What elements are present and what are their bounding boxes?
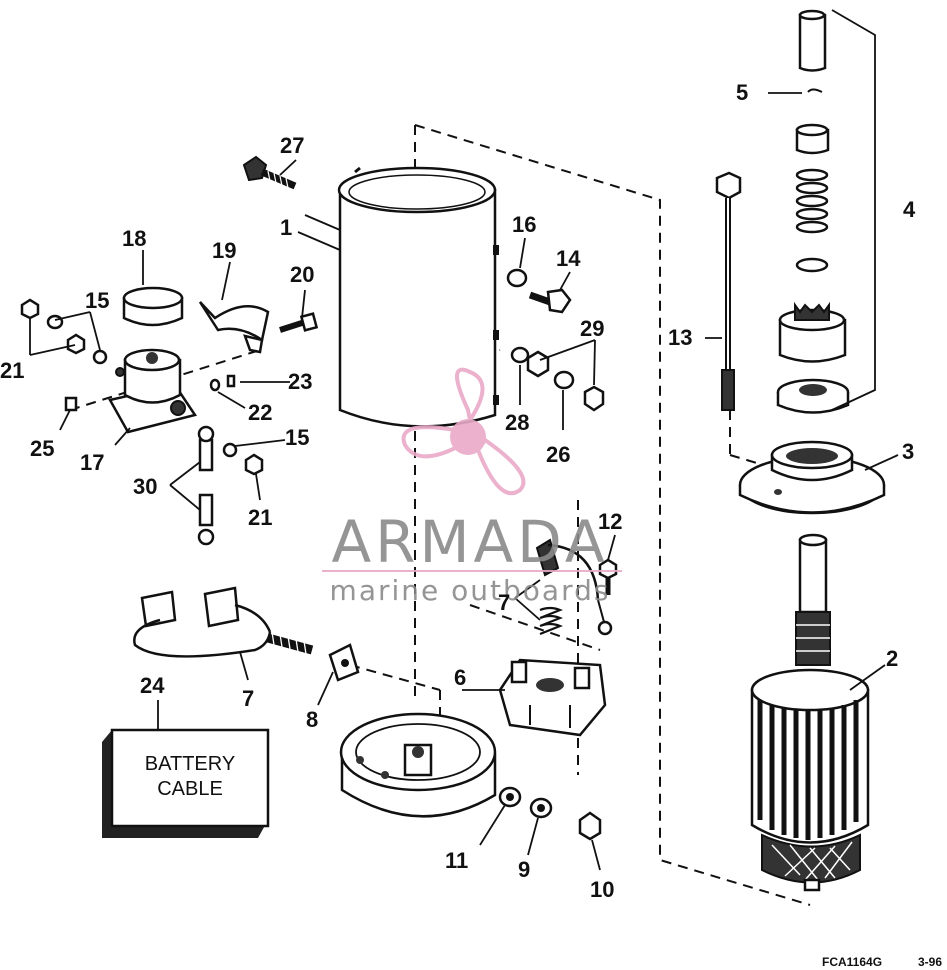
small-hardware-left bbox=[20, 298, 236, 412]
callout-21-left: 21 bbox=[0, 358, 24, 383]
propeller-logo-icon bbox=[401, 367, 526, 496]
thru-bolt-13 bbox=[715, 171, 742, 411]
callout-20: 20 bbox=[290, 262, 314, 287]
callout-15-lower: 15 bbox=[285, 425, 309, 450]
callout-6: 6 bbox=[454, 665, 466, 690]
callout-23: 23 bbox=[288, 369, 312, 394]
callout-1: 1 bbox=[280, 215, 292, 240]
callout-11: 11 bbox=[445, 848, 468, 873]
callout-14: 14 bbox=[556, 246, 581, 271]
battery-cable-box-24 bbox=[102, 728, 270, 838]
callout-8: 8 bbox=[306, 707, 318, 732]
figure-code: FCA1164G bbox=[822, 955, 882, 969]
callout-18: 18 bbox=[122, 226, 146, 251]
callout-12: 12 bbox=[598, 509, 622, 534]
callout-13: 13 bbox=[668, 325, 692, 350]
callout-24: 24 bbox=[140, 673, 165, 698]
callout-16: 16 bbox=[512, 212, 536, 237]
callout-21-lower: 21 bbox=[248, 505, 272, 530]
armature-windings bbox=[757, 700, 859, 840]
terminals-30 bbox=[197, 425, 264, 546]
terminal-8 bbox=[328, 643, 360, 682]
solenoid-17 bbox=[108, 348, 198, 434]
armature-2 bbox=[750, 533, 870, 892]
callout-2: 2 bbox=[886, 646, 898, 671]
callout-9: 9 bbox=[518, 857, 530, 882]
hardware-right-of-housing bbox=[506, 268, 605, 412]
watermark-brand: ARMADA bbox=[331, 508, 608, 576]
callout-17: 17 bbox=[80, 450, 104, 475]
callout-3: 3 bbox=[902, 439, 914, 464]
spring bbox=[795, 168, 829, 234]
brush-holder-6 bbox=[498, 658, 607, 737]
bracket-strap-19 bbox=[198, 301, 270, 354]
figure-date: 3-96 bbox=[918, 955, 942, 969]
callout-4: 4 bbox=[903, 197, 916, 222]
battery-label-line-2: CABLE bbox=[157, 778, 223, 800]
callouts: 1 2 3 4 5 6 7 7 8 9 10 11 12 13 14 15 15… bbox=[0, 80, 916, 902]
callout-19: 19 bbox=[212, 238, 236, 263]
callout-22: 22 bbox=[248, 400, 272, 425]
solenoid-band-18 bbox=[122, 286, 184, 327]
callout-15-upper: 15 bbox=[85, 288, 109, 313]
watermark-tagline: marine outboards bbox=[330, 574, 611, 607]
brush-spring-7-center bbox=[535, 538, 618, 636]
callout-29: 29 bbox=[580, 316, 604, 341]
callout-28: 28 bbox=[505, 410, 529, 435]
callout-7-center: 7 bbox=[498, 590, 510, 615]
callout-27: 27 bbox=[280, 133, 304, 158]
end-cap-3 bbox=[738, 440, 886, 515]
callout-26: 26 bbox=[546, 442, 570, 467]
callout-10: 10 bbox=[590, 877, 614, 902]
washers-nut-9-10-11 bbox=[498, 786, 602, 841]
housing-cylinder bbox=[337, 166, 499, 428]
callout-25: 25 bbox=[30, 436, 54, 461]
end-frame-lower bbox=[339, 712, 497, 818]
screw-20 bbox=[279, 312, 319, 333]
leader-lines bbox=[29, 92, 899, 871]
brush-lead-7-left bbox=[133, 586, 314, 658]
battery-label-line-1: BATTERY bbox=[145, 753, 235, 775]
thru-bolt-27 bbox=[242, 155, 297, 190]
watermark: ARMADA marine outboards bbox=[322, 367, 622, 607]
callout-30: 30 bbox=[133, 474, 157, 499]
drive-assembly-4 bbox=[776, 9, 876, 414]
callout-5: 5 bbox=[736, 80, 748, 105]
callout-7-left: 7 bbox=[242, 686, 254, 711]
